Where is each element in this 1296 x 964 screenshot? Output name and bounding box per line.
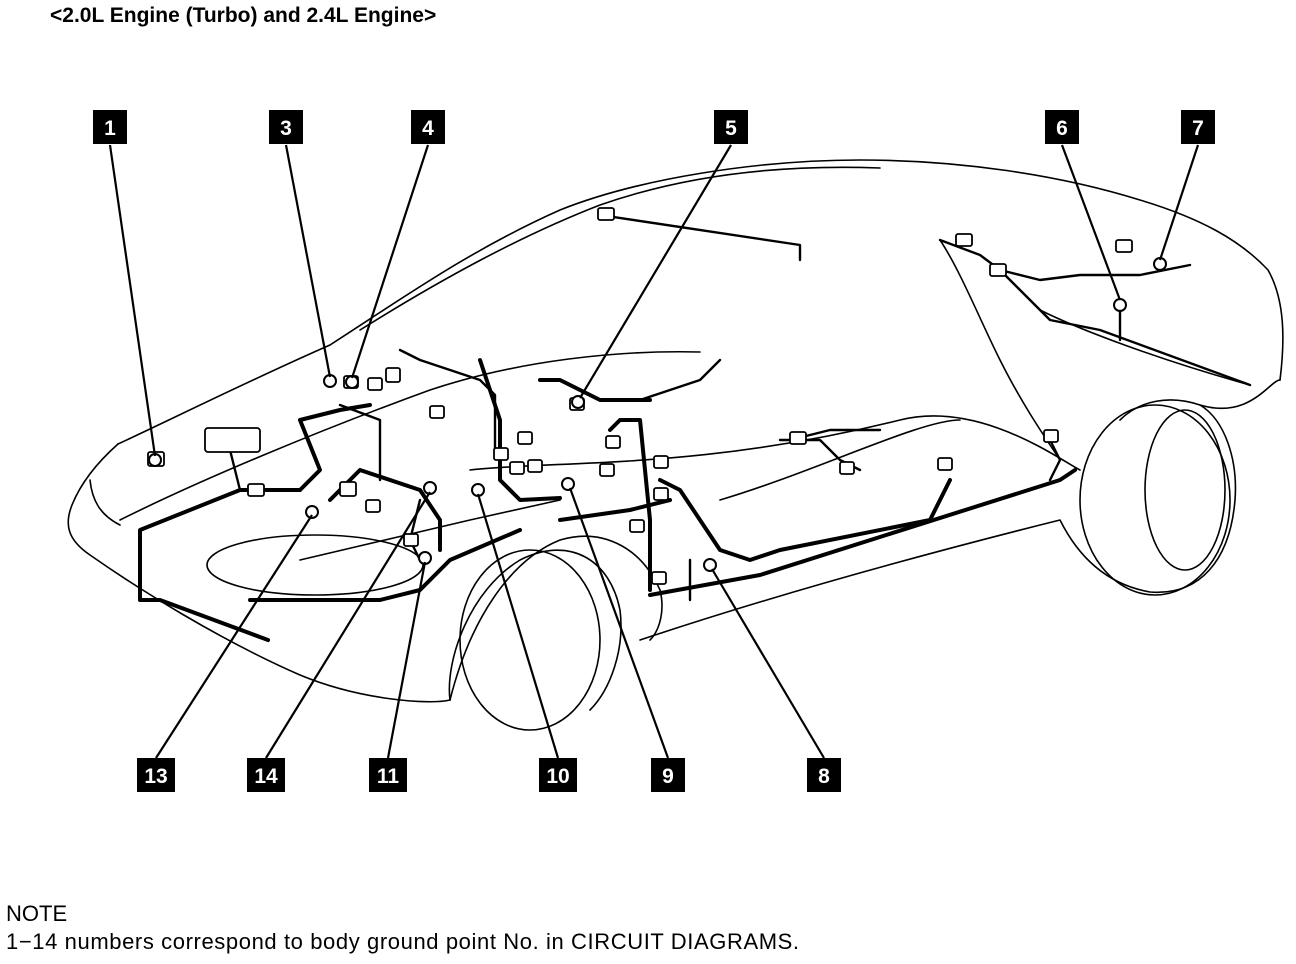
callout-10: 10	[539, 758, 577, 792]
callout-3-label: 3	[280, 117, 292, 140]
diagram-heading: <2.0L Engine (Turbo) and 2.4L Engine>	[50, 4, 437, 27]
callout-6: 6	[1045, 110, 1079, 144]
callout-13-label: 13	[144, 765, 167, 788]
note-block: NOTE 1−14 numbers correspond to body gro…	[6, 900, 800, 956]
callout-4: 4	[411, 110, 445, 144]
callout-13: 13	[137, 758, 175, 792]
leader-lines	[108, 144, 1200, 759]
callout-11: 11	[369, 758, 407, 792]
car-body-outline	[67, 159, 1284, 731]
callout-14: 14	[247, 758, 285, 792]
wiring-harnesses	[138, 213, 1252, 642]
note-title: NOTE	[6, 901, 68, 926]
ground-points	[148, 257, 1167, 572]
callout-9-label: 9	[662, 765, 674, 788]
callout-7: 7	[1181, 110, 1215, 144]
callout-11-label: 11	[377, 765, 400, 788]
callout-5: 5	[714, 110, 748, 144]
callout-5-label: 5	[725, 117, 737, 140]
callout-8-label: 8	[818, 765, 830, 788]
note-text: 1−14 numbers correspond to body ground p…	[6, 929, 800, 954]
callout-6-label: 6	[1056, 117, 1068, 140]
callout-9: 9	[651, 758, 685, 792]
callout-3: 3	[269, 110, 303, 144]
callout-1-label: 1	[104, 117, 116, 140]
callout-4-label: 4	[422, 117, 434, 140]
harness-connectors	[147, 207, 1133, 585]
callout-10-label: 10	[546, 765, 569, 788]
callout-8: 8	[807, 758, 841, 792]
callout-14-label: 14	[254, 765, 278, 788]
callout-1: 1	[93, 110, 127, 144]
callout-7-label: 7	[1192, 117, 1204, 140]
